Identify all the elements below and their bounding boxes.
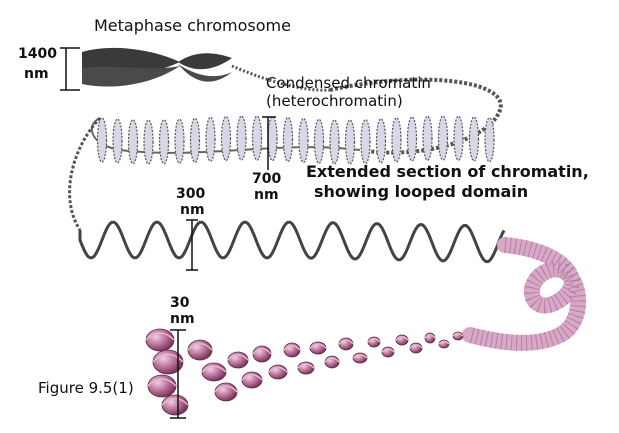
condensed-coil bbox=[422, 115, 433, 161]
dna-wrap bbox=[297, 363, 315, 369]
condensed-coil bbox=[127, 119, 139, 165]
dna-wrap bbox=[214, 385, 238, 393]
metaphase-chromosome bbox=[82, 47, 232, 87]
condensed-coil bbox=[375, 118, 387, 164]
dna-wrap bbox=[187, 342, 213, 351]
dna-wrap bbox=[324, 357, 340, 363]
extended-chromatin-label-line1: Extended section of chromatin, bbox=[306, 162, 589, 181]
condensed-coil bbox=[143, 119, 154, 165]
extended-chromatin bbox=[68, 116, 506, 264]
dna-wrap bbox=[352, 354, 368, 359]
condensed-coil bbox=[298, 117, 309, 164]
dna-wrap bbox=[145, 332, 175, 341]
dna-wrap bbox=[283, 344, 301, 351]
condensed-coil bbox=[282, 116, 294, 163]
condensed-coil bbox=[437, 115, 449, 161]
scale-1400-unit: nm bbox=[24, 66, 49, 82]
condensed-coil bbox=[267, 115, 278, 162]
condensed-chromatin-label-line1: Condensed chromatin bbox=[266, 74, 431, 92]
scale-bar-700 bbox=[262, 116, 276, 170]
dna-wrap bbox=[227, 354, 249, 361]
scale-300-value: 300 bbox=[176, 186, 206, 202]
dna-wrap bbox=[424, 334, 436, 339]
condensed-coil bbox=[189, 117, 201, 163]
dna-wrap bbox=[201, 365, 227, 373]
dna-wrap bbox=[409, 344, 423, 349]
dna-wrap bbox=[381, 348, 395, 353]
condensed-coil bbox=[205, 116, 216, 162]
condensed-chromatin bbox=[90, 77, 503, 165]
condensed-coil bbox=[344, 119, 356, 165]
condensed-coil bbox=[391, 117, 402, 163]
condensed-coil bbox=[112, 118, 123, 164]
condensed-coil bbox=[484, 117, 495, 163]
condensed-coil-rows bbox=[96, 115, 495, 165]
dna-wrap bbox=[152, 353, 184, 363]
scale-700-unit: nm bbox=[254, 187, 279, 203]
condensed-coil bbox=[96, 117, 108, 163]
extended-chromatin-label-line2: showing looped domain bbox=[314, 182, 529, 201]
scale-300-unit: nm bbox=[180, 202, 205, 218]
dna-wrap bbox=[438, 340, 450, 345]
condensed-coil bbox=[453, 115, 464, 161]
scale-700-value: 700 bbox=[252, 171, 282, 187]
condensed-coil bbox=[236, 115, 247, 161]
nucleosome-fiber bbox=[145, 328, 464, 416]
dna-wrap bbox=[452, 332, 464, 337]
condensed-coil bbox=[329, 119, 340, 165]
dna-wrap bbox=[395, 336, 409, 341]
scale-bar-300 bbox=[186, 219, 198, 271]
dna-wrap bbox=[268, 366, 288, 373]
scale-30-unit: nm bbox=[170, 311, 195, 327]
dna-wrap bbox=[161, 397, 189, 406]
condensed-coil bbox=[174, 118, 185, 164]
scale-bar-1400 bbox=[60, 47, 80, 91]
condensed-coil bbox=[313, 118, 325, 164]
condensed-coil bbox=[406, 116, 418, 162]
scale-30-value: 30 bbox=[170, 295, 190, 311]
condensed-coil bbox=[251, 115, 263, 161]
figure-label: Figure 9.5(1) bbox=[38, 379, 134, 397]
dna-wrap bbox=[367, 338, 381, 343]
thick-fiber bbox=[462, 237, 587, 351]
dna-wrap bbox=[147, 378, 177, 387]
metaphase-title: Metaphase chromosome bbox=[94, 16, 291, 35]
condensed-coil bbox=[468, 116, 480, 162]
condensed-chromatin-label-line2: (heterochromatin) bbox=[266, 92, 403, 110]
dna-wrap bbox=[252, 348, 272, 355]
scale-1400-value: 1400 bbox=[18, 46, 57, 62]
scale-bar-30 bbox=[170, 329, 186, 419]
dna-wrap bbox=[338, 339, 354, 345]
condensed-coil bbox=[220, 115, 232, 162]
dna-wrap bbox=[309, 343, 327, 349]
condensed-coil bbox=[158, 119, 170, 165]
dna-wrap bbox=[241, 374, 263, 381]
condensed-coil bbox=[360, 118, 371, 165]
